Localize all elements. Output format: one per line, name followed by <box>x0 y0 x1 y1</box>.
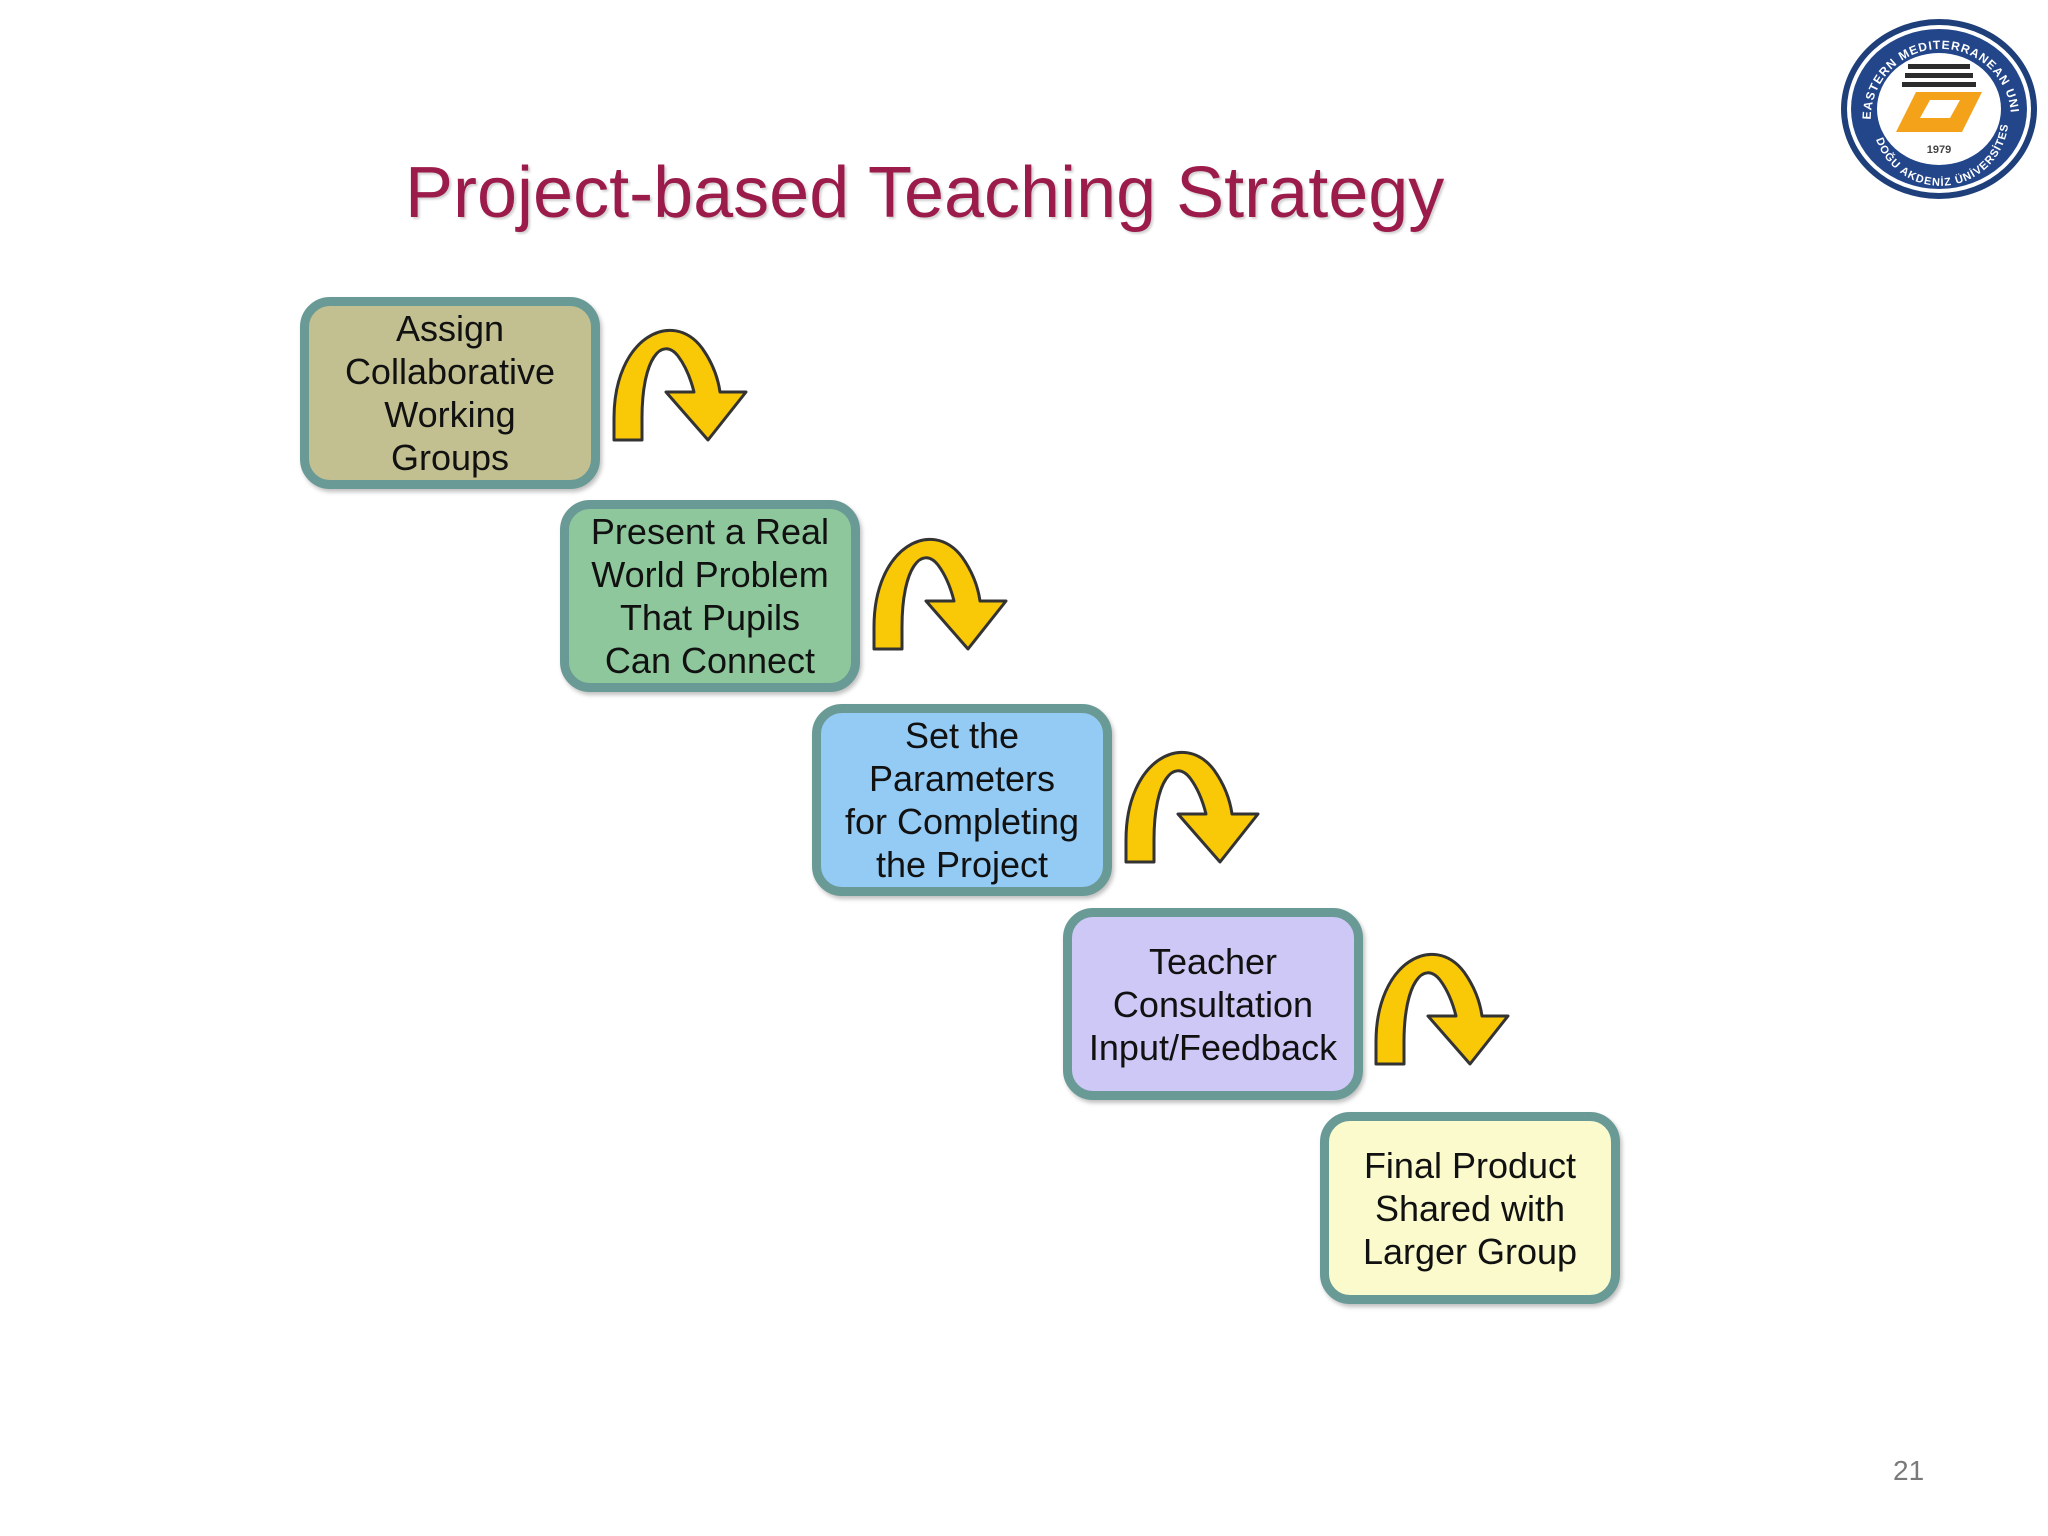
step-1-label: Assign Collaborative Working Groups <box>344 308 556 478</box>
curved-down-arrow-icon <box>1124 750 1260 864</box>
page-number: 21 <box>1893 1455 1925 1486</box>
step-4-label: Teacher Consultation Input/Feedback <box>1088 940 1338 1068</box>
slide-title: Project-based Teaching Strategy <box>405 153 1445 233</box>
step-2-box: Present a Real World Problem That Pupils… <box>560 500 860 692</box>
step-2-label: Present a Real World Problem That Pupils… <box>590 511 830 681</box>
logo-year: 1979 <box>1927 144 1951 156</box>
step-5-label: Final Product Shared with Larger Group <box>1362 1144 1578 1272</box>
step-3-label: Set the Parameters for Completing the Pr… <box>844 715 1080 885</box>
curved-down-arrow-icon <box>1374 952 1510 1066</box>
curved-down-arrow-icon <box>872 537 1008 651</box>
step-5-box: Final Product Shared with Larger Group <box>1320 1112 1620 1304</box>
curved-down-arrow-icon <box>612 328 748 442</box>
logo-emblem <box>1896 64 1982 132</box>
step-3-box: Set the Parameters for Completing the Pr… <box>812 704 1112 896</box>
step-4-box: Teacher Consultation Input/Feedback <box>1063 908 1363 1100</box>
step-1-box: Assign Collaborative Working Groups <box>300 297 600 489</box>
university-seal-logo: EASTERN MEDITERRANEAN UNIVERSITY DOĞU AK… <box>1836 14 2037 199</box>
